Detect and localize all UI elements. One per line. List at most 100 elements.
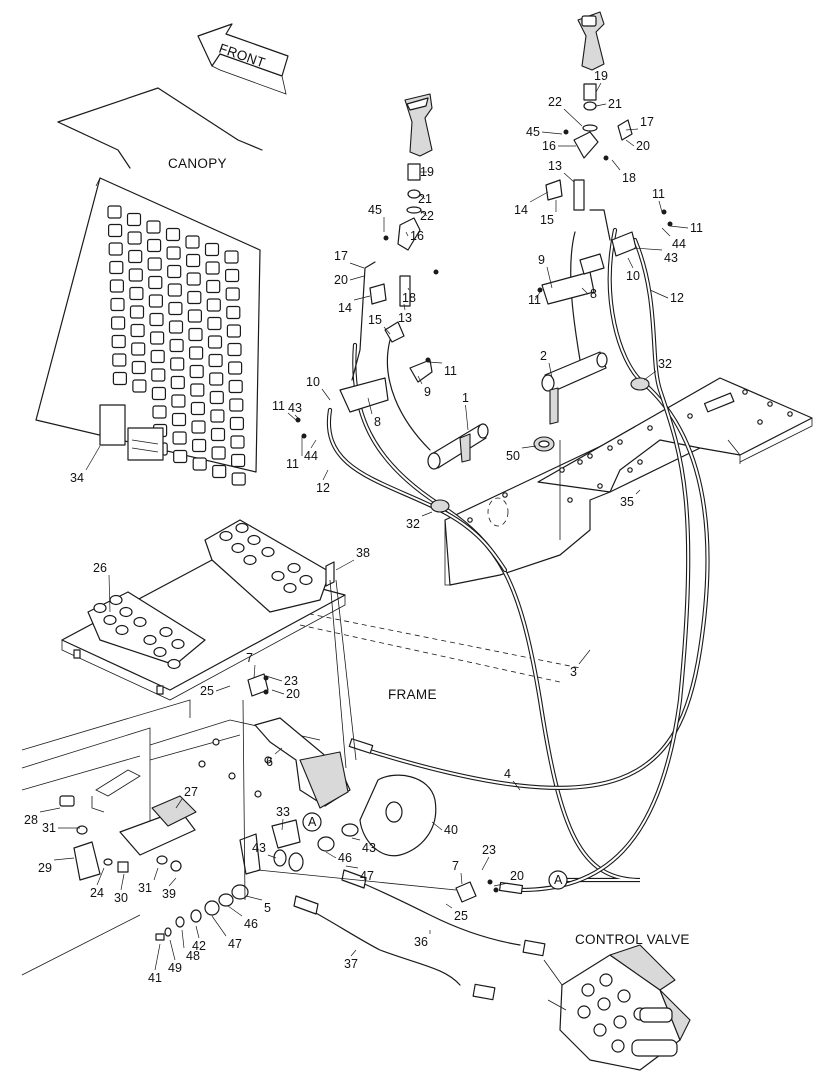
- console-hole: [627, 467, 633, 473]
- callout-label: 21: [418, 192, 432, 206]
- callout-label: 8: [590, 287, 597, 301]
- mesh-slot: [169, 338, 184, 353]
- grommet-32-right: [630, 377, 650, 391]
- callout-label: 5: [264, 901, 271, 915]
- callout-label: 43: [288, 401, 302, 415]
- callout-leader: [349, 262, 365, 269]
- cap-17-right: [617, 119, 633, 141]
- valve-port: [597, 997, 611, 1011]
- mesh-slot: [173, 449, 188, 464]
- callout-leader: [325, 851, 337, 859]
- front-arrow: FRONT: [197, 23, 289, 95]
- callout-leader: [153, 867, 159, 881]
- callout-label: 7: [246, 651, 253, 665]
- yoke-16-left: [397, 217, 421, 251]
- callout-label: 8: [374, 415, 381, 429]
- callout-label: 17: [334, 249, 348, 263]
- left-joystick: [295, 93, 489, 470]
- callout-label: 12: [316, 481, 330, 495]
- callout-leader: [460, 872, 463, 885]
- mesh-slot: [166, 246, 181, 260]
- washer-24: [103, 858, 113, 866]
- clamp-9-right: [579, 253, 605, 275]
- boot-19-right: [583, 83, 597, 101]
- callout-label: 46: [244, 917, 258, 931]
- console-hole: [607, 445, 613, 451]
- right-joystick: [537, 11, 673, 425]
- mesh-slot: [207, 335, 223, 349]
- callout-leader: [611, 159, 621, 171]
- plate-hole: [261, 546, 275, 558]
- callout-label: 23: [284, 674, 298, 688]
- mesh-slot: [189, 346, 204, 360]
- callout-leader: [563, 108, 583, 127]
- floor-plate-holes: [93, 522, 313, 670]
- plate-hole: [93, 602, 107, 614]
- callout-leader: [633, 247, 663, 251]
- callout-leader: [546, 266, 553, 289]
- mesh-slot: [149, 312, 164, 327]
- callout-label: 15: [540, 213, 554, 227]
- washer-31-lower: [156, 855, 168, 865]
- callout-label: 44: [304, 449, 318, 463]
- valve-ports: [577, 973, 647, 1053]
- floor-plate: [61, 519, 346, 701]
- arm-33: [271, 819, 301, 849]
- mesh-slot: [109, 260, 124, 275]
- callout-label: 2: [540, 349, 547, 363]
- callout-label: 17: [640, 115, 654, 129]
- callout-leader: [215, 685, 231, 692]
- callout-leader: [245, 895, 263, 901]
- console-plate: [444, 377, 813, 586]
- callout-label: 28: [24, 813, 38, 827]
- callout-leader: [321, 388, 331, 401]
- callout-leader: [419, 209, 428, 217]
- mesh-slot: [171, 412, 187, 427]
- plate-hole: [247, 534, 261, 546]
- mesh-slot: [131, 342, 146, 356]
- mesh-slot: [190, 401, 205, 416]
- valve-port: [613, 1015, 627, 1029]
- callout-leader: [108, 574, 111, 613]
- mesh-slot: [190, 383, 205, 397]
- callout-label: 26: [93, 561, 107, 575]
- mesh-slot: [167, 283, 182, 297]
- callout-leader: [310, 439, 317, 449]
- plate-hole: [231, 542, 245, 554]
- plate-hole: [219, 530, 233, 542]
- callout-label: 19: [594, 69, 608, 83]
- bushing-46-a: [317, 836, 335, 852]
- valve-port: [611, 1039, 625, 1053]
- callout-leader: [563, 172, 575, 183]
- mesh-slot: [112, 353, 127, 367]
- ref-a-right: A: [554, 873, 563, 887]
- mesh-slot: [208, 353, 223, 368]
- mesh-slot: [167, 264, 182, 279]
- mesh-slot: [228, 361, 243, 375]
- console-hole: [559, 467, 565, 473]
- grommet-32-left: [430, 499, 450, 513]
- boot-19-left: [407, 163, 421, 181]
- callout-leader: [445, 903, 453, 909]
- rod-end-36: [341, 869, 367, 889]
- pin-14-left: [369, 283, 387, 305]
- console-hole: [587, 453, 593, 459]
- bracket-15-left: [384, 321, 405, 343]
- console-hole: [617, 439, 623, 445]
- callout-leader: [274, 747, 283, 755]
- callout-label: 20: [510, 869, 524, 883]
- callout-label: 49: [168, 961, 182, 975]
- shaft-13-right: [573, 179, 585, 211]
- callout-label: 13: [548, 159, 562, 173]
- callout-leader: [578, 649, 591, 665]
- callout-leader: [211, 915, 227, 937]
- callout-leader: [548, 362, 553, 379]
- mesh-slot: [209, 390, 224, 405]
- canopy-label: CANOPY: [168, 156, 227, 171]
- console-hole: [757, 419, 763, 425]
- callout-label: 11: [272, 399, 285, 413]
- mesh-slot: [171, 394, 186, 408]
- callout-label: 43: [252, 841, 266, 855]
